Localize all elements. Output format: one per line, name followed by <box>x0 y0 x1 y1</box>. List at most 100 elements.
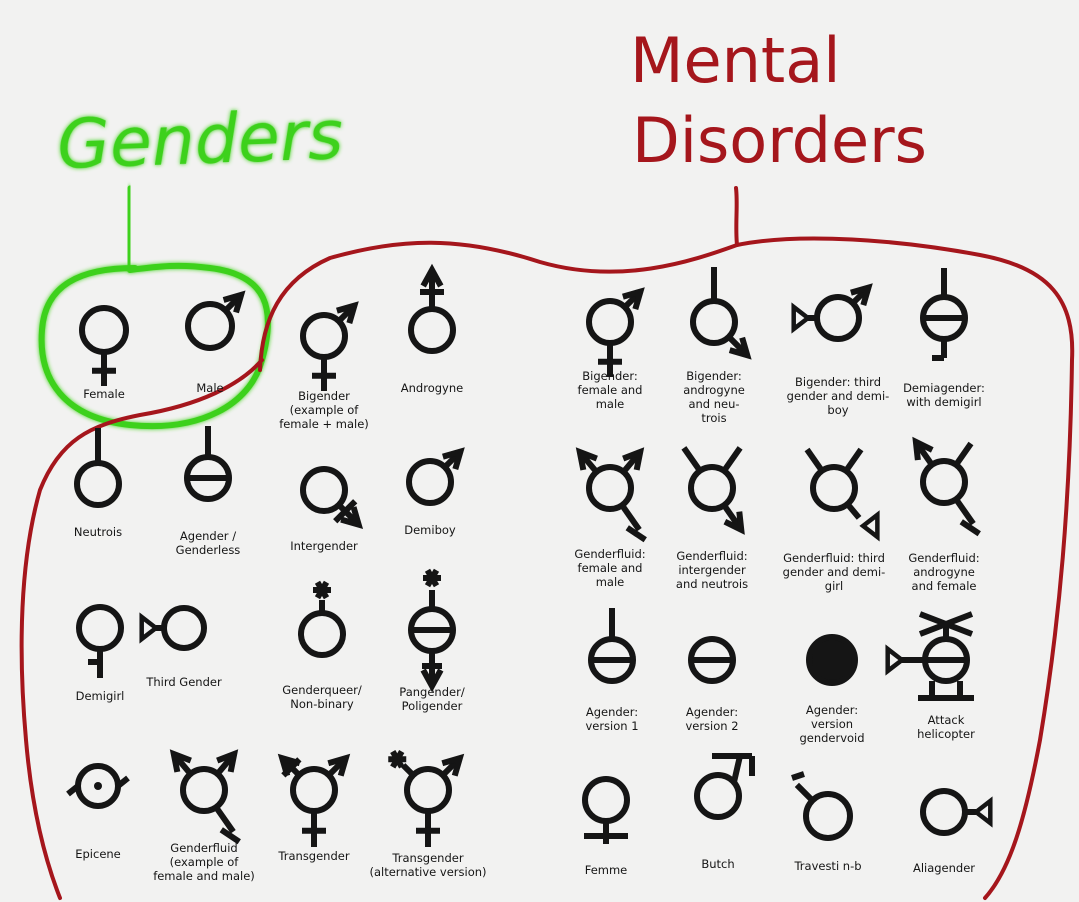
genderfluid-third-gender-demigirl-symbol-icon <box>804 447 880 542</box>
demiagender-demigirl-symbol-icon <box>920 268 968 361</box>
genderqueer-symbol-icon <box>298 580 346 658</box>
genderfluid-example-symbol-icon <box>169 749 241 845</box>
symbol-label: female and <box>578 383 643 397</box>
symbol-label: and female <box>912 579 977 593</box>
symbol-label: gender and demi- <box>783 565 886 579</box>
symbol-label: Epicene <box>75 847 121 861</box>
symbol-label: androgyne <box>683 383 745 397</box>
pangender-item: Pangender/Poligender <box>399 568 465 713</box>
symbol-label: trois <box>701 411 726 425</box>
genderfluid-female-male-symbol-icon <box>575 447 647 543</box>
symbol-label: Aliagender <box>913 861 975 875</box>
symbol-label: Bigender: <box>582 369 638 383</box>
disorders-outline <box>19 236 1075 900</box>
genders-connector-line <box>125 185 133 271</box>
symbol-label: Agender / <box>180 529 236 543</box>
symbol-label: and neu- <box>688 397 739 411</box>
agender-item: Agender /Genderless <box>176 426 241 557</box>
symbol-label: female + male) <box>279 417 369 431</box>
symbol-label: male <box>596 397 625 411</box>
symbol-label: Genderfluid <box>170 841 237 855</box>
demiagender-demigirl-item: Demiagender:with demigirl <box>903 268 985 409</box>
symbol-label: Genderless <box>176 543 241 557</box>
symbol-label: Agender: <box>806 703 858 717</box>
symbol-label: (example of <box>170 855 240 869</box>
symbol-label: Agender: <box>586 705 638 719</box>
agender-v1-item: Agender:version 1 <box>585 608 639 733</box>
bigender-third-gender-demiboy-symbol-icon <box>791 283 873 342</box>
symbol-label: androgyne <box>913 565 975 579</box>
transgender-alt-symbol-icon <box>388 749 465 847</box>
epicene-item: Epicene <box>66 763 130 861</box>
third-gender-symbol-icon <box>139 605 207 651</box>
symbol-label: female and male) <box>153 869 255 883</box>
genders-title: Genders <box>56 96 345 185</box>
symbol-label: version <box>811 717 853 731</box>
disorders-annotation: Mental Disorders <box>19 24 1075 900</box>
symbol-label: intergender <box>678 563 746 577</box>
genderqueer-item: Genderqueer/Non-binary <box>282 580 362 711</box>
transgender-symbol-icon <box>277 753 351 847</box>
female-symbol-icon <box>79 305 129 386</box>
symbol-label: boy <box>827 403 848 417</box>
transgender-alt-item: Transgender(alternative version) <box>369 749 487 879</box>
disorders-title-line-2: Disorders <box>632 104 927 177</box>
symbol-label: Attack <box>928 713 965 727</box>
aliagender-item: Aliagender <box>913 788 993 875</box>
intergender-symbol-icon <box>300 466 364 530</box>
disorders-connector-line <box>734 186 739 247</box>
gendervoid-symbol-icon <box>806 634 858 686</box>
symbol-label: Third Gender <box>145 675 222 689</box>
aliagender-symbol-icon <box>920 788 993 836</box>
symbol-label: (alternative version) <box>369 865 486 879</box>
genderfluid-intergender-neutrois-symbol-icon <box>681 446 745 535</box>
attack-helicopter-symbol-icon <box>885 611 974 701</box>
male-symbol-icon <box>185 290 246 351</box>
symbol-label: Demigirl <box>76 689 125 703</box>
symbol-label: Intergender <box>290 539 358 553</box>
symbol-label: (example of <box>290 403 360 417</box>
symbol-label: Bigender <box>298 389 350 403</box>
symbol-label: version 1 <box>585 719 638 733</box>
demiboy-item: Demiboy <box>404 447 465 537</box>
genders-circle <box>38 262 271 429</box>
androgyne-symbol-icon <box>408 263 456 354</box>
butch-item: Butch <box>694 753 755 871</box>
female-item: Female <box>79 305 129 401</box>
symbol-label: Butch <box>701 857 734 871</box>
symbol-label: Androgyne <box>401 381 463 395</box>
symbol-label: gender and demi- <box>787 389 890 403</box>
symbol-label: Transgender <box>391 851 463 865</box>
symbol-label: Pangender/ <box>399 685 465 699</box>
genderfluid-androgyne-female-symbol-icon <box>912 436 981 537</box>
symbol-label: Travesti n-b <box>793 859 861 873</box>
neutrois-symbol-icon <box>74 428 122 508</box>
third-gender-item: Third Gender <box>139 605 222 689</box>
bigender-female-male-symbol-icon <box>586 287 645 377</box>
symbol-label: Female <box>83 387 125 401</box>
epicene-symbol-icon <box>66 763 130 809</box>
symbol-label: Genderfluid: <box>908 551 979 565</box>
pangender-symbol-icon <box>408 568 456 693</box>
symbol-label: male <box>596 575 625 589</box>
travesti-nb-item: Travesti n-b <box>791 771 862 873</box>
symbol-label: version 2 <box>685 719 738 733</box>
neutrois-item: Neutrois <box>74 428 122 539</box>
symbol-label: and neutrois <box>676 577 748 591</box>
disorders-title-line-1: Mental <box>630 24 840 97</box>
symbol-label: female and <box>578 561 643 575</box>
symbol-label: Transgender <box>277 849 349 863</box>
symbol-label: Genderqueer/ <box>282 683 362 697</box>
travesti-nb-symbol-icon <box>791 771 853 841</box>
bigender-androgyne-neutrois-symbol-icon <box>690 267 752 360</box>
